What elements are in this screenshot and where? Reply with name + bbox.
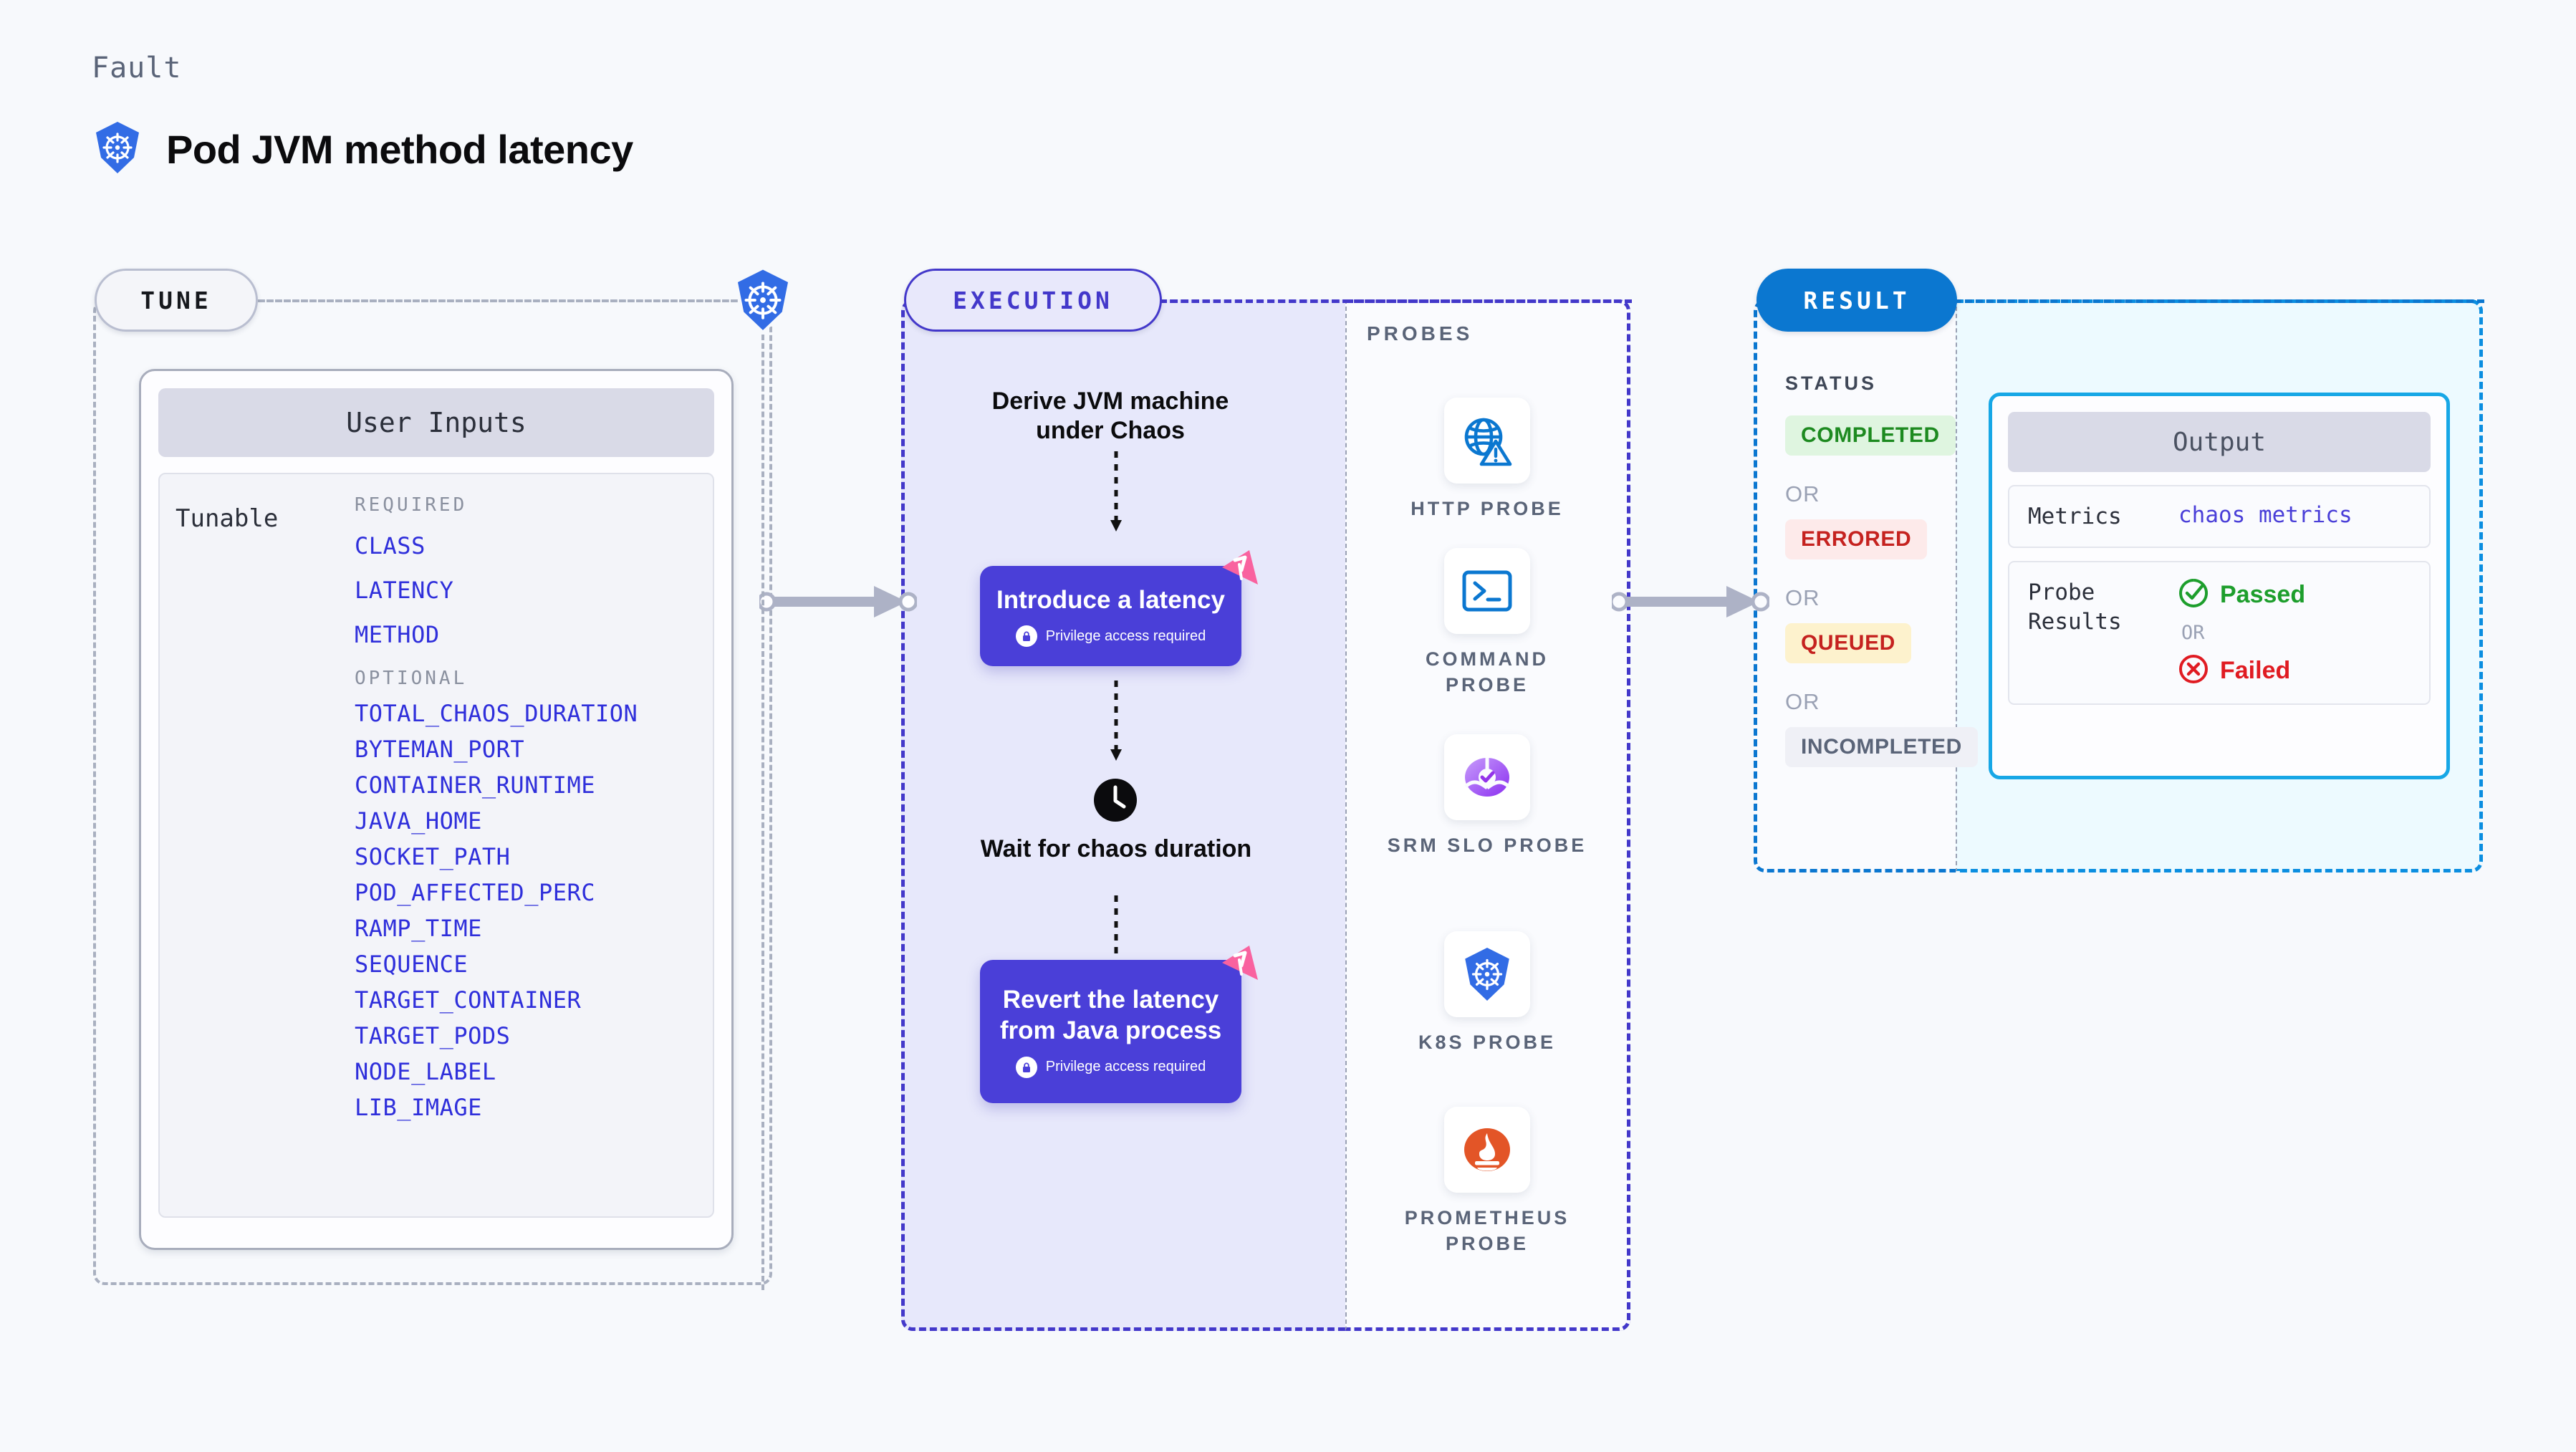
- slo-check-icon: [1444, 734, 1530, 820]
- tune-section-label[interactable]: TUNE: [95, 269, 258, 332]
- lock-icon: [1015, 625, 1037, 648]
- check-circle-icon: [2178, 578, 2209, 612]
- execution-rail-link: [1159, 299, 1632, 303]
- probe-result-failed: Failed: [2178, 654, 2305, 688]
- user-inputs-card: User Inputs Tunable REQUIRED CLASS LATEN…: [139, 369, 734, 1250]
- parameter-item[interactable]: CONTAINER_RUNTIME: [355, 771, 596, 799]
- optional-parameters: TOTAL_CHAOS_DURATION BYTEMAN_PORT CONTAI…: [355, 702, 698, 1119]
- required-group-title: REQUIRED: [355, 494, 468, 516]
- status-badge-incompleted: INCOMPLETED: [1785, 727, 1978, 767]
- output-probe-results-row: Probe Results Passed OR: [2008, 561, 2431, 706]
- output-probe-results-key: Probe Results: [2028, 580, 2122, 635]
- parameter-item[interactable]: LATENCY: [355, 577, 454, 604]
- status-badge-completed: COMPLETED: [1785, 415, 1956, 456]
- page-title: Pod JVM method latency: [166, 127, 633, 172]
- kubernetes-icon: [1444, 931, 1530, 1017]
- lock-icon: [1015, 1056, 1037, 1078]
- parameter-item[interactable]: TOTAL_CHAOS_DURATION: [355, 700, 638, 727]
- or-separator: OR: [1785, 689, 1820, 714]
- output-metrics-key: Metrics: [2028, 504, 2122, 529]
- parameter-item[interactable]: TARGET_PODS: [355, 1022, 511, 1049]
- tunable-label: Tunable: [176, 504, 279, 533]
- probe-label: COMMAND PROBE: [1426, 648, 1549, 696]
- privilege-note-text: Privilege access required: [1045, 628, 1206, 644]
- parameter-item[interactable]: CLASS: [355, 532, 426, 559]
- execution-section-label[interactable]: EXECUTION: [904, 269, 1162, 332]
- kubernetes-icon: [731, 266, 795, 335]
- probe-item-k8s[interactable]: K8S PROBE: [1387, 931, 1587, 1056]
- probe-result-failed-text: Failed: [2220, 657, 2291, 685]
- probe-result-passed: Passed: [2178, 578, 2305, 612]
- chaos-badge-icon: [1218, 944, 1262, 984]
- connector-execution-to-result: [1609, 580, 1771, 623]
- page-title-row: Pod JVM method latency: [92, 120, 633, 178]
- or-separator: OR: [1785, 585, 1820, 610]
- status-badge-errored: ERRORED: [1785, 519, 1928, 559]
- execution-step-4-box[interactable]: Revert the latency from Java process Pri…: [980, 960, 1241, 1103]
- parameter-item[interactable]: LIB_IMAGE: [355, 1094, 482, 1121]
- clock-icon: [1092, 777, 1138, 823]
- connector-tune-to-execution: [756, 580, 918, 623]
- execution-step-1: Derive JVM machine under Chaos: [991, 388, 1229, 445]
- flow-arrow-1: [1109, 451, 1122, 541]
- parameter-item[interactable]: SOCKET_PATH: [355, 843, 511, 870]
- privilege-note: Privilege access required: [1015, 625, 1206, 648]
- tune-rail-link: [258, 299, 736, 302]
- page-kicker: Fault: [92, 52, 182, 85]
- chaos-badge-icon: [1218, 549, 1262, 589]
- output-card: Output Metrics chaos metrics Probe Resul…: [1989, 393, 2450, 779]
- user-inputs-body: Tunable REQUIRED CLASS LATENCY METHOD OP…: [158, 473, 714, 1218]
- user-inputs-title: User Inputs: [158, 388, 714, 457]
- kubernetes-icon: [92, 120, 143, 178]
- probe-item-prometheus[interactable]: PROMETHEUS PROBE: [1387, 1107, 1587, 1256]
- parameter-list: REQUIRED CLASS LATENCY METHOD OPTIONAL T…: [355, 494, 698, 1202]
- output-metrics-value[interactable]: chaos metrics: [2178, 502, 2352, 528]
- parameter-item[interactable]: TARGET_CONTAINER: [355, 986, 582, 1014]
- parameter-item[interactable]: JAVA_HOME: [355, 807, 482, 835]
- result-rail-link: [1954, 299, 2484, 303]
- parameter-item[interactable]: BYTEMAN_PORT: [355, 736, 525, 763]
- execution-step-4-title: Revert the latency from Java process: [999, 986, 1222, 1044]
- or-separator: OR: [2181, 622, 2205, 645]
- parameter-item[interactable]: POD_AFFECTED_PERC: [355, 879, 596, 906]
- status-title: STATUS: [1785, 372, 1877, 394]
- probe-label: PROMETHEUS PROBE: [1404, 1207, 1570, 1254]
- globe-warning-icon: [1444, 398, 1530, 484]
- probe-label: HTTP PROBE: [1410, 498, 1564, 519]
- flow-arrow-2: [1109, 681, 1122, 770]
- probe-label: K8S PROBE: [1418, 1032, 1557, 1053]
- parameter-item[interactable]: SEQUENCE: [355, 951, 468, 978]
- probe-result-passed-text: Passed: [2220, 581, 2306, 609]
- probe-item-http[interactable]: HTTP PROBE: [1387, 398, 1587, 522]
- privilege-note: Privilege access required: [1015, 1056, 1206, 1078]
- execution-step-2-title: Introduce a latency: [996, 585, 1225, 614]
- execution-step-3: Wait for chaos duration: [980, 835, 1252, 862]
- execution-step-2-box[interactable]: Introduce a latency Privilege access req…: [980, 566, 1241, 666]
- result-section-label[interactable]: RESULT: [1756, 269, 1957, 332]
- parameter-item[interactable]: METHOD: [355, 621, 440, 648]
- tune-vertical-rail: [761, 326, 764, 1290]
- terminal-icon: [1444, 548, 1530, 634]
- probe-label: SRM SLO PROBE: [1387, 835, 1587, 856]
- privilege-note-text: Privilege access required: [1045, 1059, 1206, 1075]
- or-separator: OR: [1785, 481, 1820, 506]
- output-title: Output: [2008, 412, 2431, 472]
- probe-results-values: Passed OR Failed: [2178, 578, 2305, 688]
- status-badge-queued: QUEUED: [1785, 623, 1911, 663]
- x-circle-icon: [2178, 654, 2209, 688]
- prometheus-icon: [1444, 1107, 1530, 1193]
- required-parameters: CLASS LATENCY METHOD: [355, 534, 698, 646]
- parameter-item[interactable]: NODE_LABEL: [355, 1058, 496, 1085]
- probe-item-command[interactable]: COMMAND PROBE: [1387, 548, 1587, 698]
- output-metrics-row: Metrics chaos metrics: [2008, 485, 2431, 549]
- probes-title: PROBES: [1367, 322, 1474, 345]
- parameter-item[interactable]: RAMP_TIME: [355, 915, 482, 942]
- probe-item-srm-slo[interactable]: SRM SLO PROBE: [1387, 734, 1587, 859]
- optional-group-title: OPTIONAL: [355, 668, 468, 689]
